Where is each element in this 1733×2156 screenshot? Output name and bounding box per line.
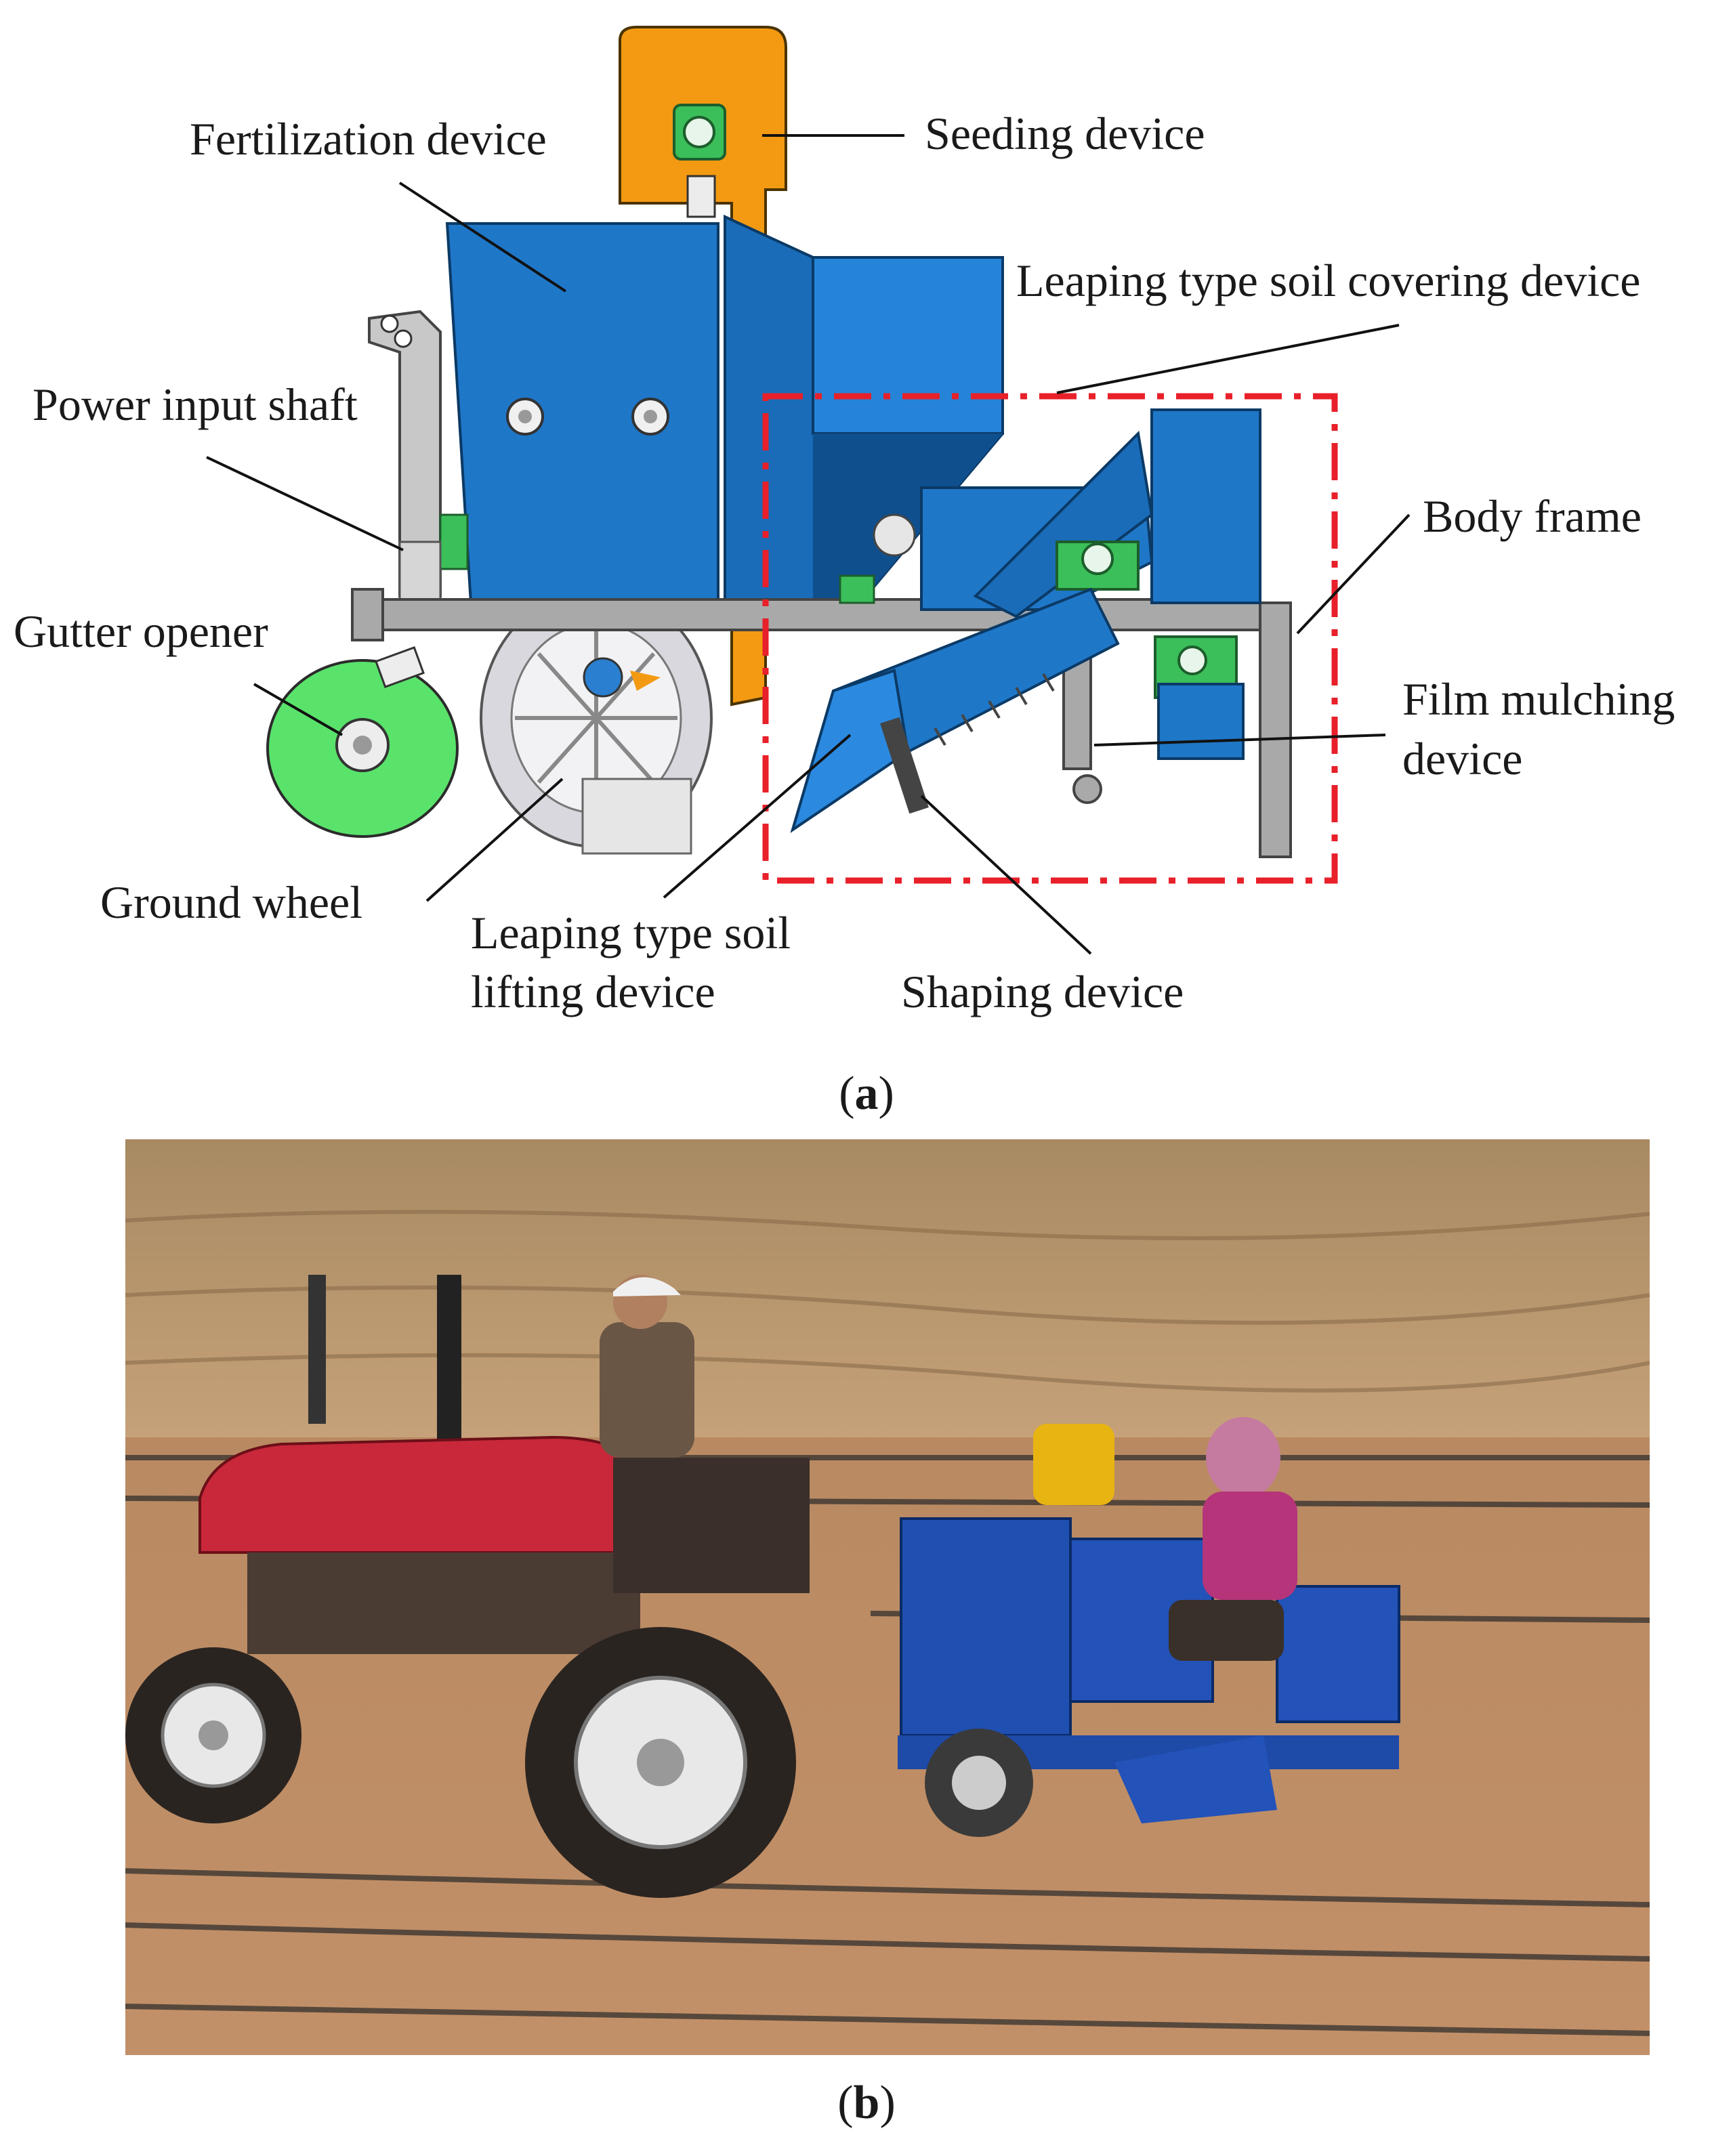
tractor [125,1275,810,1898]
label-seeding-device: Seeding device [925,108,1205,159]
label-power-input-shaft: Power input shaft [33,379,358,430]
label-ground-wheel: Ground wheel [100,876,362,928]
label-fertilization-device: Fertilization device [190,113,547,165]
label-shaping-device: Shaping device [901,966,1184,1017]
power-input-shaft [368,310,469,604]
fertilization-hopper [445,222,719,604]
label-leaping-soil-covering-device: Leaping type soil covering device [1016,255,1640,306]
covering-device-highlight-box [762,393,1338,884]
leader-lines [206,134,1411,955]
label-film-mulching-line1: Film mulching [1402,673,1675,725]
label-leaping-soil-lifting-line1: Leaping type soil [471,907,791,958]
label-body-frame: Body frame [1423,490,1642,542]
gutter-opener [266,646,459,838]
body-frame [351,588,1292,858]
label-film-mulching-line2: device [1402,733,1522,784]
soil-covering-device [839,408,1261,760]
soil-lifting-device [790,587,1120,833]
ground-wheel [480,588,713,848]
caption-b: (b) [837,2077,896,2129]
wheel-bracket [581,778,692,855]
planter-machine [898,1417,1400,1837]
label-gutter-opener: Gutter opener [14,606,268,657]
label-leaping-soil-lifting-line2: lifting device [471,966,715,1017]
hillside [125,1139,1650,1451]
caption-a: (a) [839,1068,894,1120]
machine-diagram: Fertilization device Seeding device Leap… [14,26,1675,1017]
field-photo [125,1139,1650,2055]
